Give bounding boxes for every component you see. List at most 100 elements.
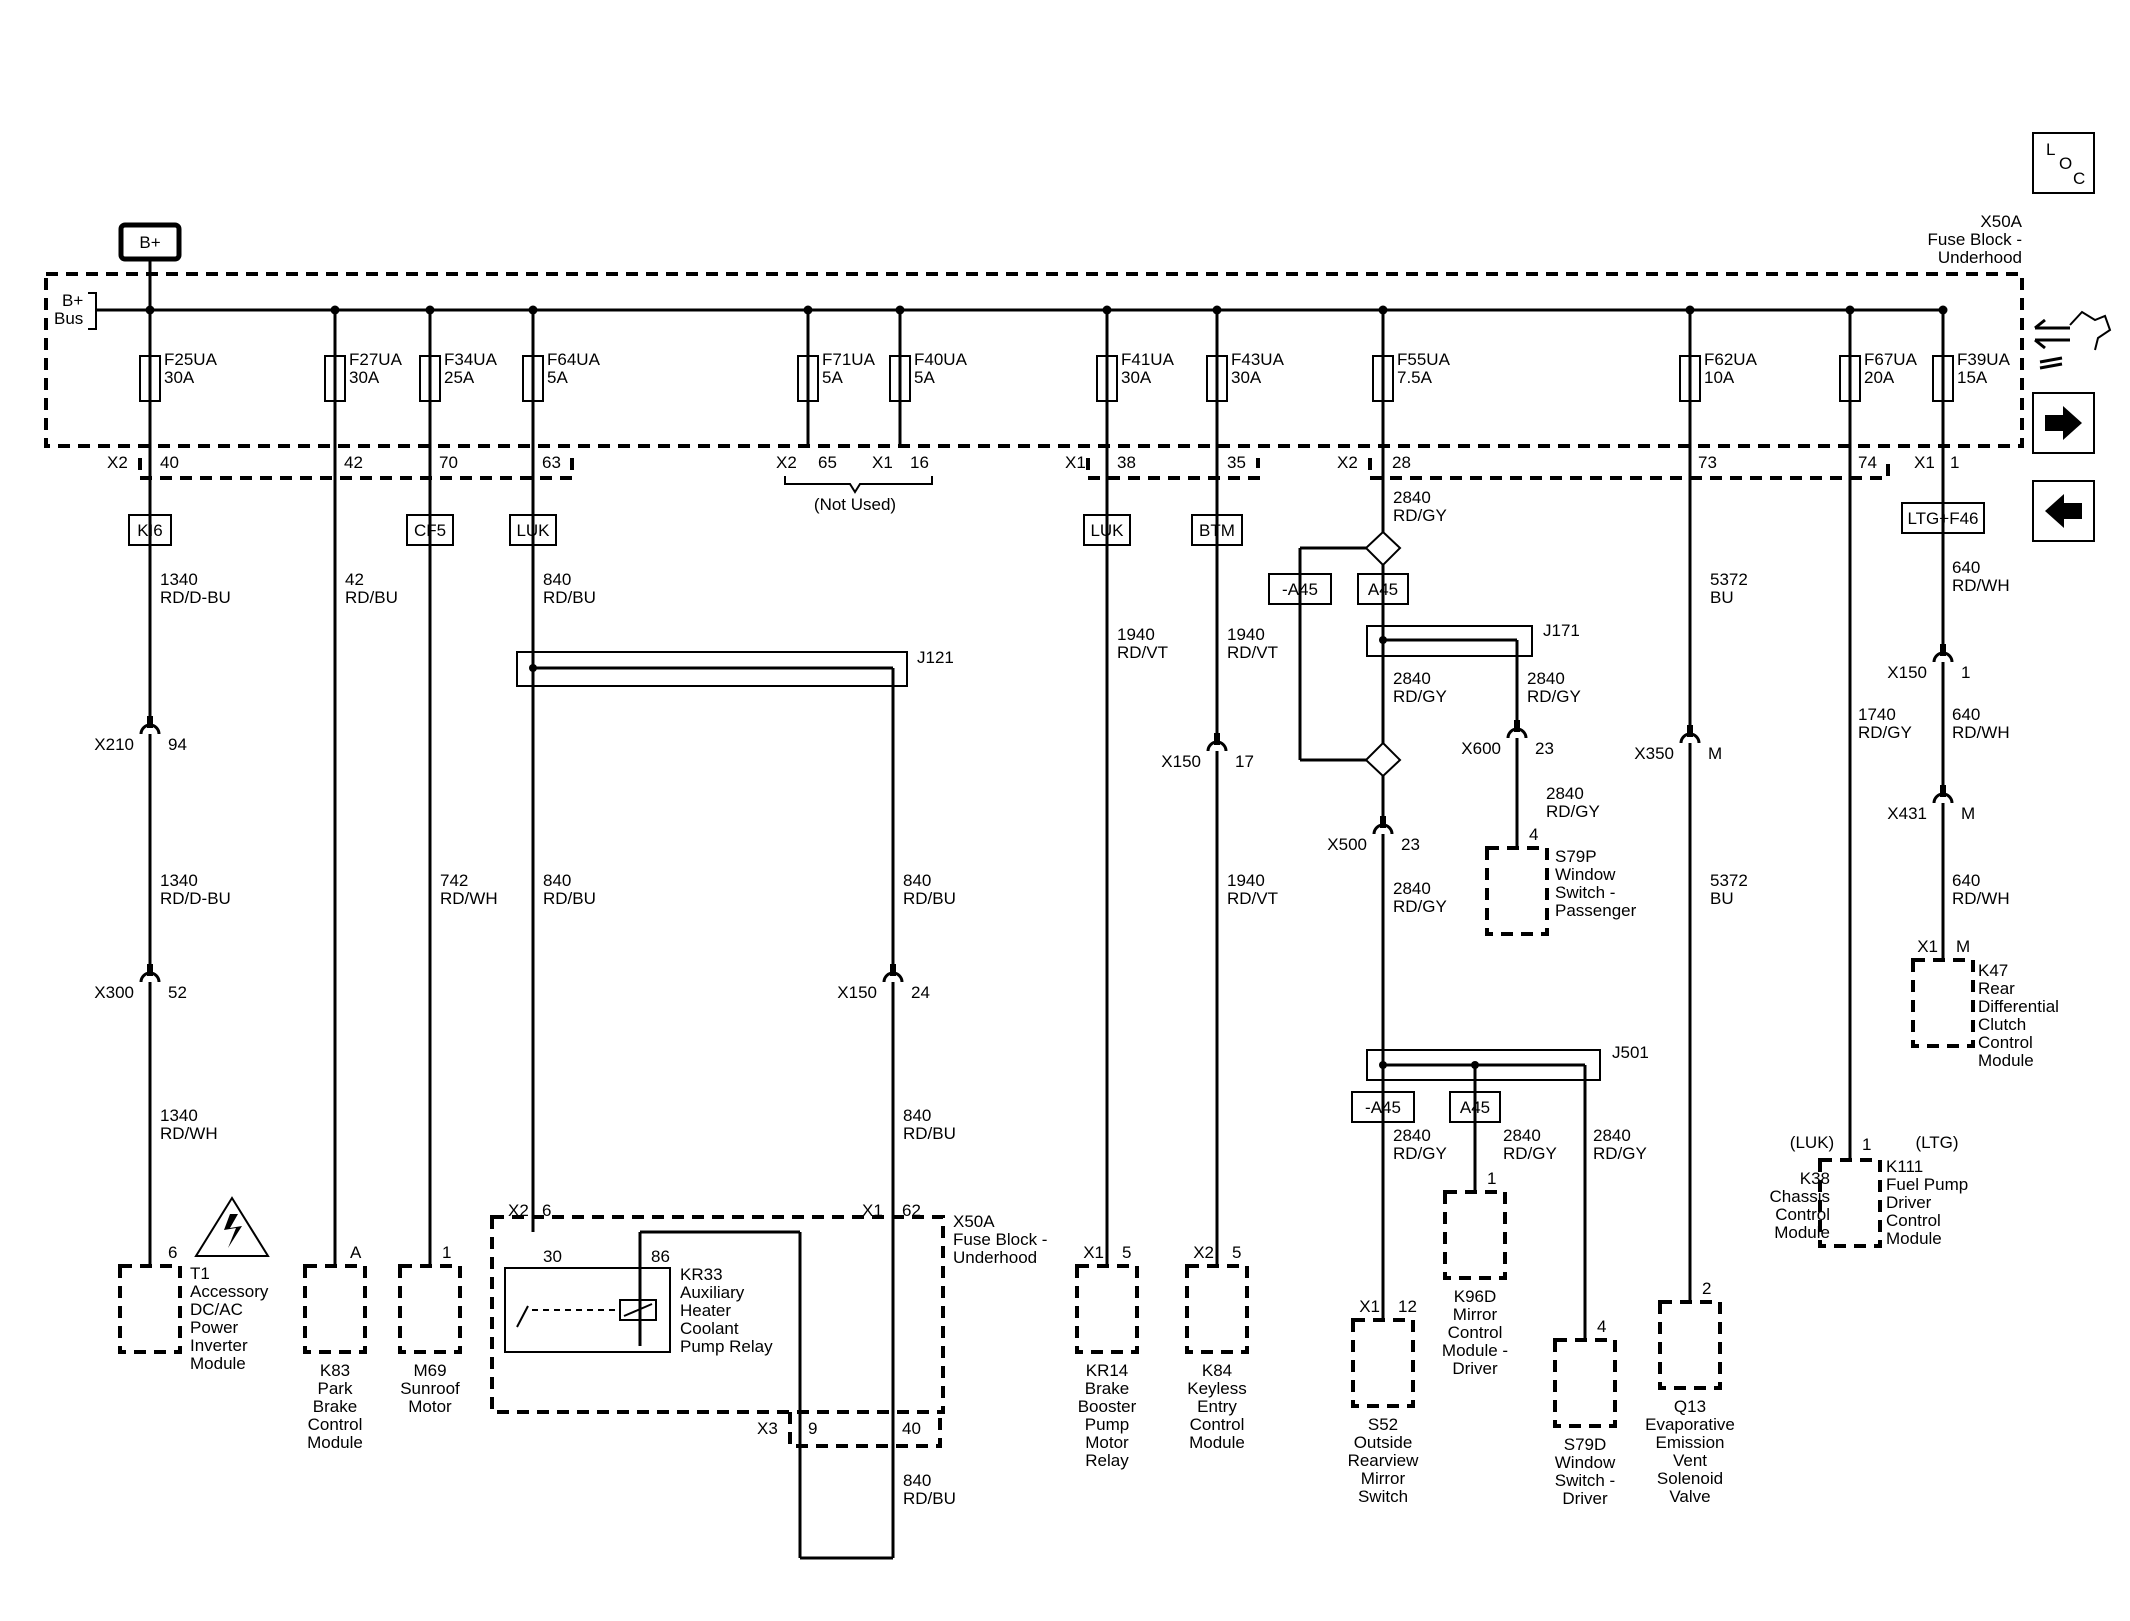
svg-text:Pump Relay: Pump Relay bbox=[680, 1337, 773, 1356]
wire-color: RD/GY bbox=[1858, 723, 1912, 742]
wire-circuit: 2840 bbox=[1393, 669, 1431, 688]
component-name: K111 bbox=[1886, 1157, 1923, 1176]
component-name: K83 bbox=[320, 1361, 350, 1380]
component-name: K47 bbox=[1978, 961, 2008, 980]
wire-color: RD/WH bbox=[1952, 889, 2010, 908]
connector-pin: 24 bbox=[911, 983, 930, 1002]
svg-text:86: 86 bbox=[651, 1247, 670, 1266]
svg-text:J171: J171 bbox=[1543, 621, 1580, 640]
fuse-id: F34UA bbox=[444, 350, 498, 369]
wire-color: RD/WH bbox=[1952, 723, 2010, 742]
component-name: Outside bbox=[1354, 1433, 1413, 1452]
fuse-id: F55UA bbox=[1397, 350, 1451, 369]
component-name: Relay bbox=[1085, 1451, 1129, 1470]
fuse-block-pins: X2 40 42 70 63 X2 65 X1 16 (Not Used) X1… bbox=[107, 453, 1959, 514]
component-name: M69 bbox=[413, 1361, 446, 1380]
arrow-right-button[interactable] bbox=[2032, 392, 2095, 454]
svg-text:Heater: Heater bbox=[680, 1301, 731, 1320]
component-name: Mirror bbox=[1453, 1305, 1498, 1324]
component-name: KR14 bbox=[1086, 1361, 1129, 1380]
fuse-rating: 5A bbox=[547, 368, 568, 387]
wire-color: RD/WH bbox=[440, 889, 498, 908]
component-name: Solenoid bbox=[1657, 1469, 1723, 1488]
fuse-block-label: X50A Fuse Block - Underhood bbox=[1928, 212, 2023, 267]
splice-j121: J121 bbox=[516, 648, 954, 687]
component-name: Switch - bbox=[1555, 883, 1615, 902]
fuse-id: F67UA bbox=[1864, 350, 1918, 369]
svg-text:B+: B+ bbox=[62, 291, 83, 310]
component-name: Driver bbox=[1562, 1489, 1608, 1508]
option-diamond-lower bbox=[1364, 741, 1402, 778]
wire-color: RD/GY bbox=[1546, 802, 1600, 821]
svg-text:30: 30 bbox=[543, 1247, 562, 1266]
wire-color: BU bbox=[1710, 588, 1734, 607]
wire-circuit: 840 bbox=[903, 871, 931, 890]
connector-tool-icon[interactable] bbox=[2034, 310, 2112, 370]
svg-text:Underhood: Underhood bbox=[1938, 248, 2022, 267]
connector-pin: 52 bbox=[168, 983, 187, 1002]
component-pin: A bbox=[350, 1243, 362, 1262]
component-name: Accessory bbox=[190, 1282, 269, 1301]
component-name: Differential bbox=[1978, 997, 2059, 1016]
arrow-left-icon bbox=[2045, 494, 2082, 528]
component-name: Control bbox=[1448, 1323, 1503, 1342]
fuse-rating: 5A bbox=[822, 368, 843, 387]
loc-letter-c: C bbox=[2073, 169, 2085, 188]
wire-color: RD/BU bbox=[543, 588, 596, 607]
component-name: S79P bbox=[1555, 847, 1597, 866]
component-name: Module bbox=[307, 1433, 363, 1452]
wire-color: RD/GY bbox=[1393, 506, 1447, 525]
connector-pin: 23 bbox=[1401, 835, 1420, 854]
svg-text:28: 28 bbox=[1392, 453, 1411, 472]
connector-name: X431 bbox=[1887, 804, 1927, 823]
component-pin: 2 bbox=[1702, 1279, 1711, 1298]
svg-text:X1: X1 bbox=[862, 1201, 883, 1220]
svg-text:70: 70 bbox=[439, 453, 458, 472]
component-name: Evaporative bbox=[1645, 1415, 1735, 1434]
fuse-rating: 25A bbox=[444, 368, 475, 387]
component-name: Module bbox=[1886, 1229, 1942, 1248]
wire-color: RD/GY bbox=[1393, 1144, 1447, 1163]
component-name: Motor bbox=[408, 1397, 452, 1416]
wire-circuit: 1940 bbox=[1227, 871, 1265, 890]
wire-color: RD/WH bbox=[160, 1124, 218, 1143]
wire-color: RD/GY bbox=[1393, 897, 1447, 916]
fuse-rating: 30A bbox=[164, 368, 195, 387]
component-name: Valve bbox=[1669, 1487, 1710, 1506]
component-name: K96D bbox=[1454, 1287, 1497, 1306]
component-pin: 4 bbox=[1597, 1317, 1606, 1336]
component-name: Vent bbox=[1673, 1451, 1707, 1470]
svg-text:KR33: KR33 bbox=[680, 1265, 723, 1284]
svg-text:63: 63 bbox=[542, 453, 561, 472]
component-name: Switch - bbox=[1555, 1471, 1615, 1490]
component-name: Inverter bbox=[190, 1336, 248, 1355]
wire-circuit: 2840 bbox=[1593, 1126, 1631, 1145]
bus-label: B+ Bus bbox=[54, 291, 97, 330]
loc-letter-o: O bbox=[2059, 154, 2072, 173]
arrow-left-button[interactable] bbox=[2032, 480, 2095, 542]
wire-circuit: 1940 bbox=[1117, 625, 1155, 644]
connector-name: X350 bbox=[1634, 744, 1674, 763]
component-name: T1 bbox=[190, 1264, 210, 1283]
wire-color: RD/D-BU bbox=[160, 889, 231, 908]
component-name: Window bbox=[1555, 865, 1616, 884]
component-option: (LTG) bbox=[1915, 1133, 1958, 1152]
loc-button[interactable]: L O C bbox=[2032, 132, 2095, 194]
component-name: Brake bbox=[1085, 1379, 1129, 1398]
